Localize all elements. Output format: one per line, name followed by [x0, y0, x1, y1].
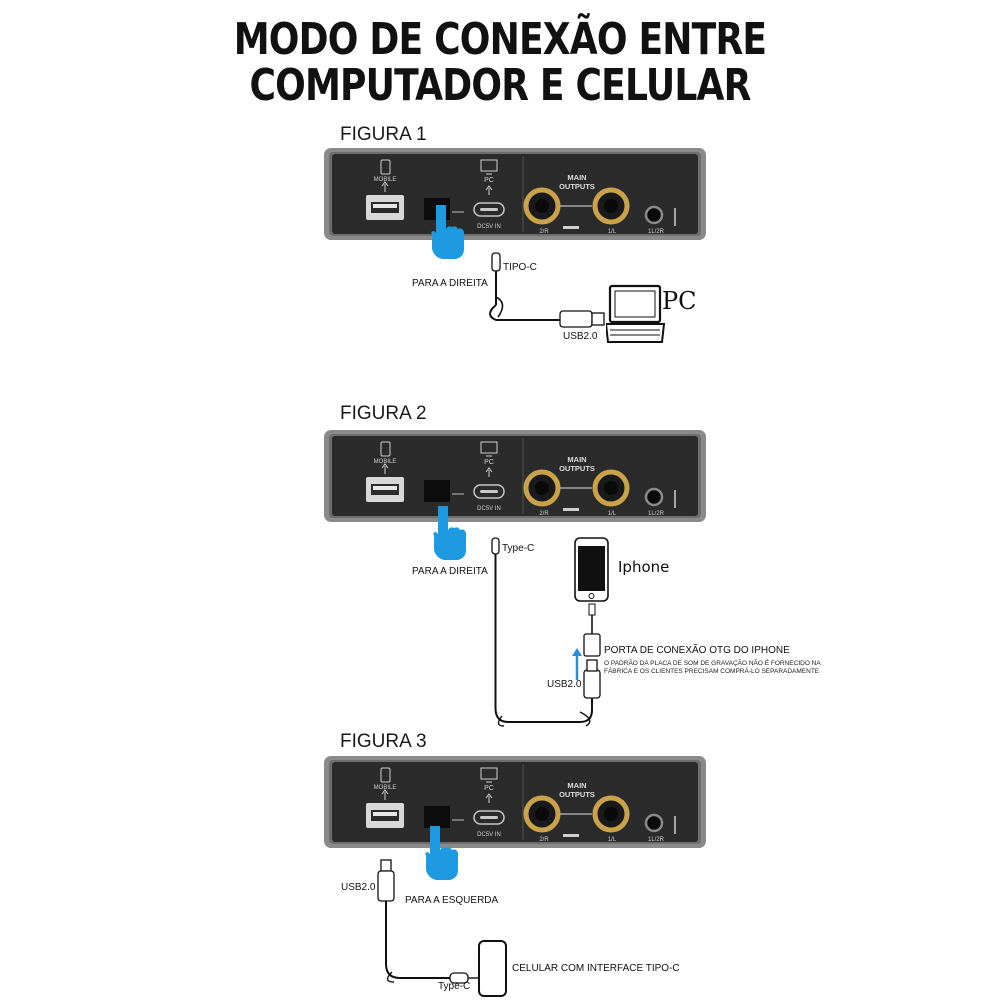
main-outputs-label-2: OUTPUTS — [559, 182, 595, 191]
cable-type-c-label: Type-C — [438, 981, 471, 992]
pc-port-label: PC — [484, 459, 494, 466]
mobile-label: MOBILE — [374, 785, 397, 791]
audio-interface-panel-2: MOBILE PC DC5V IN MAIN OUTPUTS 2/R 1/L 1… — [324, 430, 708, 524]
iphone-label: Iphone — [618, 558, 670, 576]
figure-1-label: FIGURA 1 — [340, 124, 427, 145]
left-output-label: 1/L — [608, 229, 617, 235]
cable-usb-label: USB2.0 — [563, 331, 598, 342]
cable-usb-label: USB2.0 — [341, 882, 376, 893]
otg-note: O PADRÃO DA PLACA DE SOM DE GRAVAÇÃO NÃO… — [604, 660, 821, 676]
pc-device-label: PC — [662, 287, 697, 315]
right-output-label: 2/R — [539, 837, 549, 843]
right-output-label: 2/R — [539, 229, 549, 235]
phones-label: 1L/2R — [648, 229, 665, 235]
title-line-2: COMPUTADOR E CELULAR — [249, 60, 751, 111]
dc-label: DC5V IN — [477, 832, 501, 838]
main-outputs-label-2: OUTPUTS — [559, 790, 595, 799]
iphone-icon — [574, 537, 609, 602]
right-output-label: 2/R — [539, 511, 549, 517]
cable-type-c-label: Type-C — [502, 543, 535, 554]
main-outputs-label-1: MAIN — [567, 455, 586, 464]
audio-interface-panel-3: MOBILE PC DC5V IN MAIN OUTPUTS 2/R 1/L 1… — [324, 756, 708, 850]
figure-2-label: FIGURA 2 — [340, 403, 427, 424]
usb-cable-figure-3 — [377, 859, 478, 984]
usb-cable-figure-1 — [489, 252, 605, 328]
dc-label: DC5V IN — [477, 224, 501, 230]
switch-direction-label: PARA A DIREITA — [412, 278, 488, 289]
otg-port-label: PORTA DE CONEXÃO OTG DO IPHONE — [604, 645, 790, 656]
laptop-icon — [606, 284, 666, 343]
usb-label: USB2.0 — [547, 679, 582, 690]
main-outputs-label-2: OUTPUTS — [559, 464, 595, 473]
dc-label: DC5V IN — [477, 506, 501, 512]
phones-label: 1L/2R — [648, 511, 665, 517]
phone-icon — [478, 940, 507, 997]
phones-label: 1L/2R — [648, 837, 665, 843]
main-outputs-label-1: MAIN — [567, 173, 586, 182]
usb-cable-figure-2 — [491, 537, 601, 727]
switch-direction-label: PARA A ESQUERDA — [405, 895, 499, 906]
left-output-label: 1/L — [608, 511, 617, 517]
title-line-1: MODO DE CONEXÃO ENTRE — [233, 14, 767, 65]
left-output-label: 1/L — [608, 837, 617, 843]
main-outputs-label-1: MAIN — [567, 781, 586, 790]
pc-port-label: PC — [484, 785, 494, 792]
cable-type-c-label: TIPO-C — [503, 262, 537, 273]
phone-label: CELULAR COM INTERFACE TIPO-C — [512, 963, 680, 974]
mobile-label: MOBILE — [374, 459, 397, 465]
mobile-label: MOBILE — [374, 177, 397, 183]
figure-3-label: FIGURA 3 — [340, 731, 427, 752]
hand-pointer-icon — [431, 205, 464, 259]
audio-interface-panel-1: MOBILE PC DC5V IN MAIN OUTPUTS 2/R 1/L 1… — [324, 148, 708, 242]
switch-direction-label: PARA A DIREITA — [412, 566, 488, 577]
pc-port-label: PC — [484, 177, 494, 184]
